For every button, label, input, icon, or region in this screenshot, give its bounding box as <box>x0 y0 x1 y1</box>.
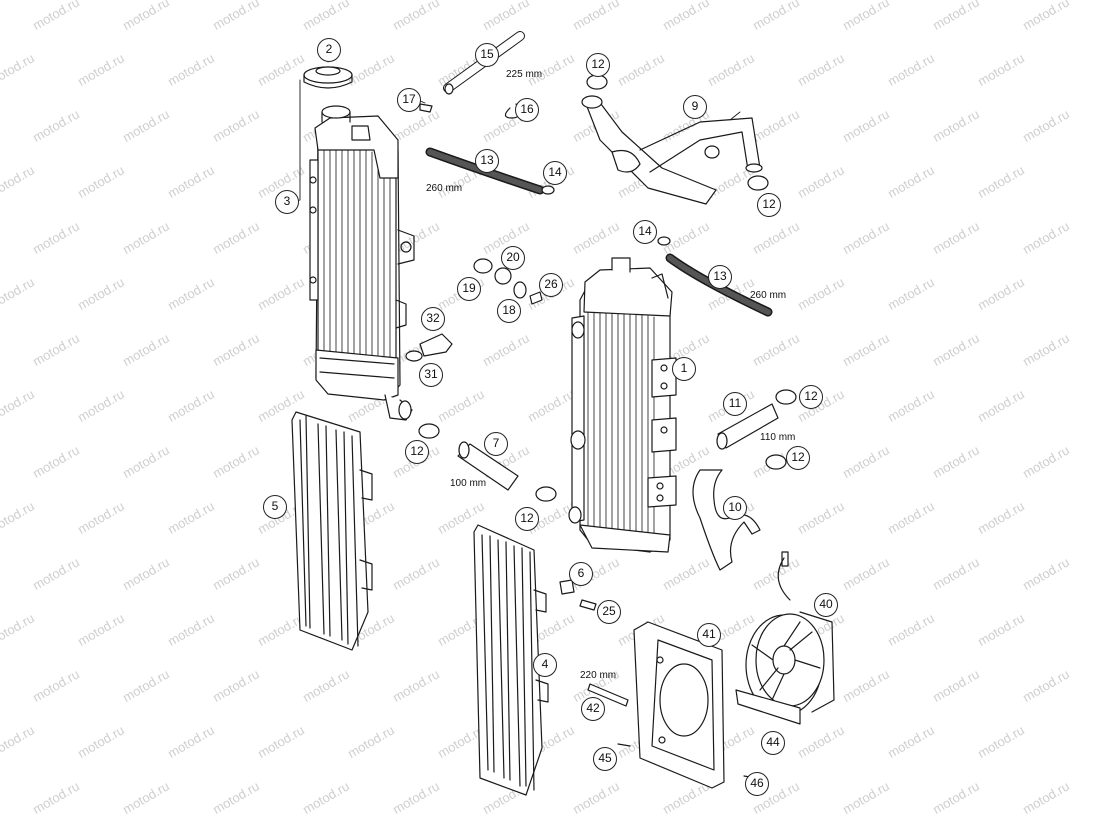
cooling-fan-drawing <box>745 551 835 716</box>
callout-26: 26 <box>539 273 563 297</box>
dimension-label-225: 225 mm <box>506 69 543 80</box>
callout-14: 14 <box>543 161 567 185</box>
callout-6: 6 <box>569 562 593 586</box>
callout-3: 3 <box>275 190 299 214</box>
callout-19: 19 <box>457 277 481 301</box>
callout-31: 31 <box>419 363 443 387</box>
callout-46: 46 <box>745 772 769 796</box>
radiator-cap-drawing <box>303 66 353 89</box>
dimension-label-260: 260 mm <box>750 290 787 301</box>
callout-13: 13 <box>475 149 499 173</box>
callout-41: 41 <box>697 623 721 647</box>
callout-4: 4 <box>533 653 557 677</box>
callout-10: 10 <box>723 496 747 520</box>
callout-9: 9 <box>683 95 707 119</box>
callout-12: 12 <box>586 53 610 77</box>
dimension-label-110: 110 mm <box>760 432 796 443</box>
right-louver-guard-drawing <box>473 524 549 796</box>
callout-17: 17 <box>397 88 421 112</box>
callout-2: 2 <box>317 38 341 62</box>
callout-12: 12 <box>799 385 823 409</box>
callout-45: 45 <box>593 747 617 771</box>
y-hose-drawing <box>581 95 763 205</box>
callout-12: 12 <box>515 507 539 531</box>
callout-15: 15 <box>475 43 499 67</box>
left-radiator-drawing <box>309 105 415 421</box>
callout-5: 5 <box>263 495 287 519</box>
dimension-label-260: 260 mm <box>426 183 463 194</box>
callout-14: 14 <box>633 220 657 244</box>
callout-13: 13 <box>708 265 732 289</box>
fan-frame-drawing <box>633 621 725 789</box>
callout-40: 40 <box>814 593 838 617</box>
callout-25: 25 <box>597 600 621 624</box>
callout-12: 12 <box>405 440 429 464</box>
dimension-label-100: 100 mm <box>450 478 487 489</box>
left-louver-guard-drawing <box>291 411 373 651</box>
callout-11: 11 <box>723 392 747 416</box>
callout-42: 42 <box>581 697 605 721</box>
callout-16: 16 <box>515 98 539 122</box>
callout-7: 7 <box>484 432 508 456</box>
callout-20: 20 <box>501 246 525 270</box>
callout-32: 32 <box>421 307 445 331</box>
callout-1: 1 <box>672 357 696 381</box>
callout-12: 12 <box>757 193 781 217</box>
dimension-label-220: 220 mm <box>580 670 617 681</box>
callout-44: 44 <box>761 731 785 755</box>
callout-12: 12 <box>786 446 810 470</box>
right-radiator-drawing <box>568 257 677 553</box>
callout-18: 18 <box>497 299 521 323</box>
